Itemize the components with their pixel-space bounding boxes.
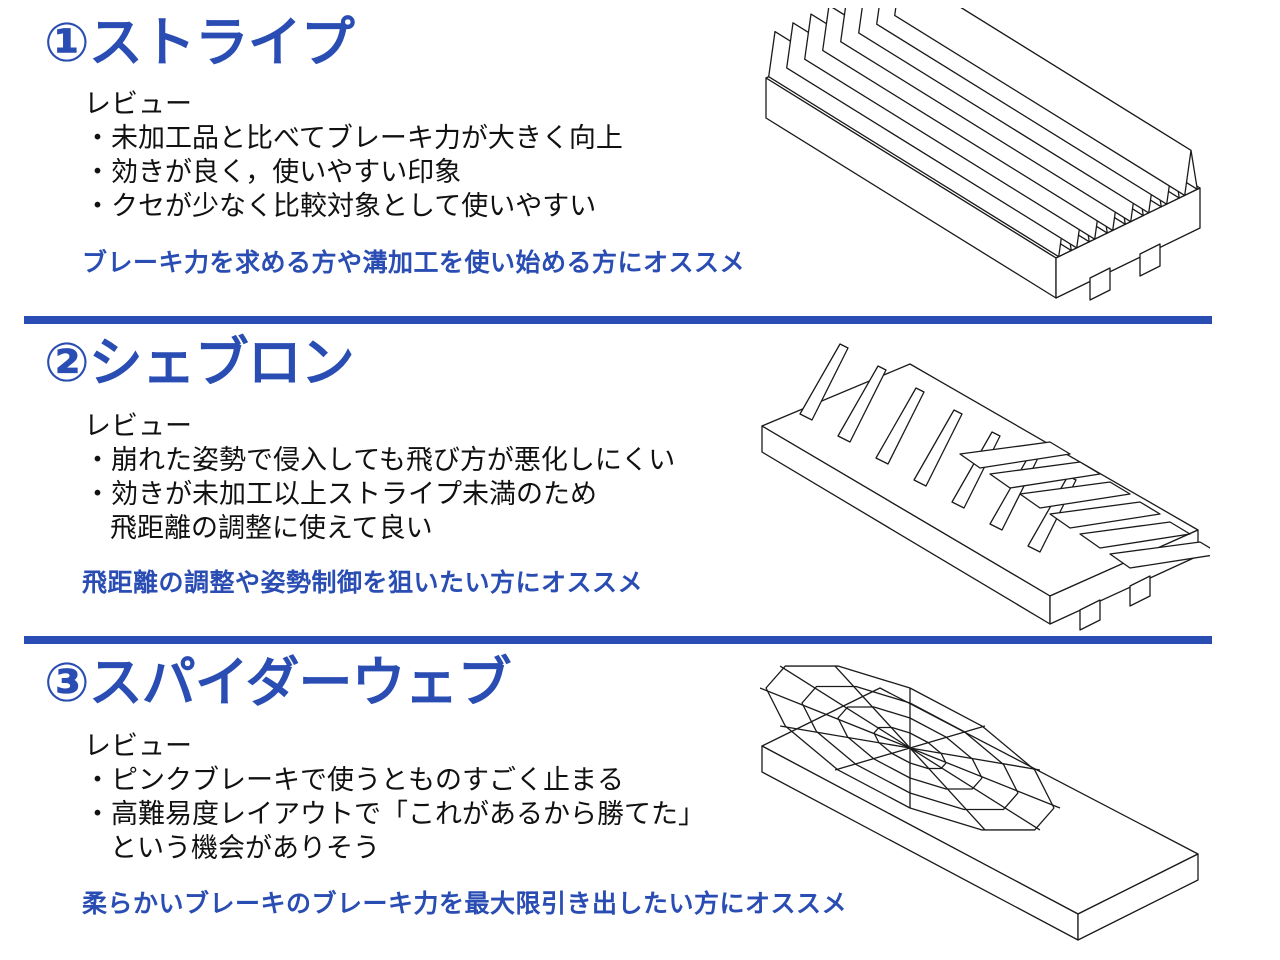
section-title: ②シェブロン xyxy=(44,331,355,394)
chevron-block xyxy=(989,461,1101,489)
web-strand xyxy=(834,747,911,771)
section-chevron: ②シェブロン レビュー ・崩れた姿勢で侵入しても飛び方が悪化しにくい ・効きが未… xyxy=(0,320,1280,644)
review-item: ・クセが少なく比較対象として使いやすい xyxy=(84,191,597,222)
web-strand xyxy=(779,725,911,749)
chevron-block xyxy=(959,441,1071,469)
chevron-fin xyxy=(875,387,925,465)
web-strand xyxy=(760,687,911,749)
review-block: レビュー ・未加工品と比べてブレーキ力が大きく向上 ・効きが良く，使いやすい印象… xyxy=(84,88,623,224)
ridge-face xyxy=(894,8,1192,197)
web-strand xyxy=(909,747,1041,831)
web-strand xyxy=(909,725,986,749)
section-spiderweb: ③スパイダーウェブ レビュー ・ピンクブレーキで使うとものすごく止まる ・高難易… xyxy=(0,640,1280,960)
review-heading: レビュー xyxy=(84,411,192,442)
chevron-block xyxy=(1079,521,1191,549)
review-item: ・効きが良く，使いやすい印象 xyxy=(84,157,462,188)
review-heading: レビュー xyxy=(84,89,192,120)
review-block: レビュー ・ピンクブレーキで使うとものすごく止まる ・高難易度レイアウトで「これ… xyxy=(84,730,705,866)
review-block: レビュー ・崩れた姿勢で侵入しても飛び方が悪化しにくい ・効きが未加工以上ストラ… xyxy=(84,410,675,546)
section-title: ①ストライプ xyxy=(44,11,355,74)
section-title: ③スパイダーウェブ xyxy=(44,651,512,714)
review-item: ・崩れた姿勢で侵入しても飛び方が悪化しにくい xyxy=(84,445,676,476)
recommendation-text: 柔らかいブレーキのブレーキ力を最大限引き出したい方にオススメ xyxy=(82,889,848,918)
recommendation-text: 飛距離の調整や姿勢制御を狙いたい方にオススメ xyxy=(82,568,644,597)
stripe-pattern-illustration xyxy=(765,8,1201,301)
review-item: ・未加工品と比べてブレーキ力が大きく向上 xyxy=(84,123,623,154)
chevron-block xyxy=(1049,501,1161,529)
web-ring xyxy=(873,726,947,770)
chevron-pattern-illustration xyxy=(761,343,1210,631)
review-item: という機会がありそう xyxy=(110,833,380,864)
review-item: ・高難易度レイアウトで「これがあるから勝てた」 xyxy=(84,799,705,830)
web-strand xyxy=(909,747,1041,771)
web-strand xyxy=(779,665,911,749)
review-item: 飛距離の調整に使えて良い xyxy=(110,513,433,544)
web-strand xyxy=(909,747,1061,809)
section-stripe: ①ストライプ レビュー ・未加工品と比べてブレーキ力が大きく向上 ・効きが良く，… xyxy=(0,0,1280,324)
web-ring xyxy=(765,665,1055,831)
chevron-fin xyxy=(799,343,849,421)
chevron-block xyxy=(1109,541,1210,569)
web-ring xyxy=(801,685,1019,811)
web-ring xyxy=(837,706,983,790)
recommendation-text: ブレーキ力を求める方や溝加工を使い始める方にオススメ xyxy=(82,248,746,277)
section-divider xyxy=(24,316,1212,324)
review-item: ・効きが未加工以上ストライプ未満のため xyxy=(84,479,597,510)
section-divider xyxy=(24,636,1212,644)
chevron-block xyxy=(1019,481,1131,509)
chevron-fin xyxy=(837,365,887,443)
review-heading: レビュー xyxy=(84,731,192,762)
chevron-fin xyxy=(913,409,963,487)
review-item: ・ピンクブレーキで使うとものすごく止まる xyxy=(84,765,624,796)
spiderweb-pattern-illustration xyxy=(760,665,1199,941)
